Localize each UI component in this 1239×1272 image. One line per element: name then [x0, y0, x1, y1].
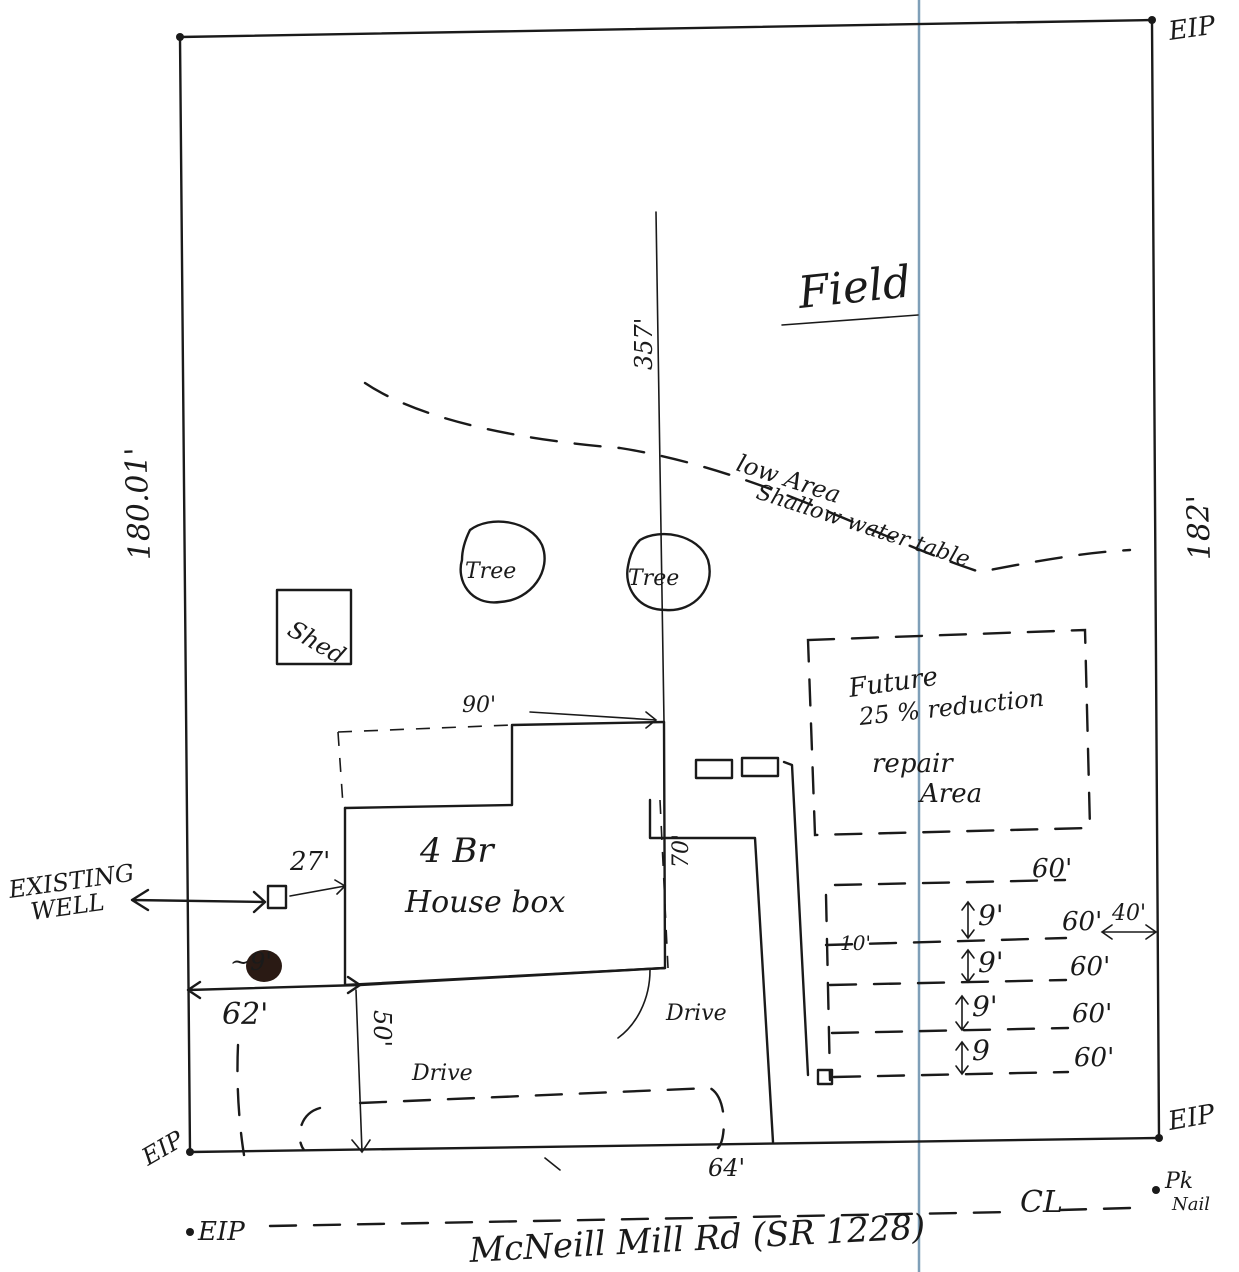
- eip-label-road-left: EIP: [197, 1217, 245, 1247]
- road-centerline: [268, 1206, 1132, 1228]
- field-label: Field: [795, 256, 914, 319]
- dim-system-to-line: 40': [1111, 901, 1146, 926]
- boundary-bottom: [188, 1136, 1161, 1154]
- dim-left-side: 180.01': [119, 447, 158, 561]
- drain-line-5: [832, 1070, 1070, 1079]
- drive-curve: [617, 969, 651, 1039]
- dim-well-to-house: 27': [289, 847, 330, 877]
- road-label: McNeill Mill Rd (SR 1228): [467, 1207, 926, 1271]
- pk-nail-label-2: Nail: [1171, 1194, 1210, 1215]
- front-setback-line: [351, 989, 371, 1154]
- dim-spacing-1: 9': [978, 899, 1004, 932]
- dim-line-width-4: 60': [1072, 999, 1112, 1029]
- dim-spacing-2: 9': [978, 946, 1004, 979]
- side-drive: [648, 798, 775, 1144]
- dim-line-width-2: 60': [1062, 907, 1102, 937]
- dim-north-offset: 357': [630, 318, 658, 370]
- house-south-line: [358, 966, 667, 987]
- supply-line: [782, 760, 810, 1077]
- tree-2: Tree: [626, 532, 711, 612]
- left-drive: [236, 1043, 246, 1157]
- spacing-arrow-2: [961, 948, 975, 984]
- well-to-house-arrow: [289, 879, 347, 897]
- boundary-top: [178, 18, 1154, 39]
- pk-nail-label-1: Pk: [1164, 1169, 1193, 1194]
- well: [266, 884, 288, 910]
- dim-well-offset: ~9': [230, 948, 272, 976]
- drive-label-2: Drive: [665, 1001, 727, 1026]
- field-underline: [781, 314, 919, 326]
- dim-spacing-3: 9': [972, 990, 998, 1023]
- drain-line-4: [830, 1026, 1070, 1035]
- house-label-1: 4 Br: [419, 831, 495, 871]
- eip-label-bottom-right: EIP: [1165, 1099, 1218, 1137]
- shed-label: Shed: [283, 615, 350, 670]
- low-area-label-2: Shallow water table: [753, 480, 973, 573]
- drive-label-1: Drive: [411, 1061, 473, 1086]
- tree-1: Tree: [459, 520, 546, 604]
- septic-tank-1: [694, 758, 734, 780]
- dim-field-line-offset: 10': [840, 931, 871, 955]
- boundary-left: [178, 35, 192, 1154]
- well-arrow: [130, 888, 267, 914]
- dim-house-front-setback: 50': [368, 1010, 396, 1047]
- side-drive-inner: [659, 799, 669, 969]
- system-to-line-arrow: [1100, 924, 1158, 940]
- future-repair-area: [806, 628, 1092, 837]
- boundary-right: [1150, 18, 1161, 1140]
- corner-pin-bottom-right: [1155, 1134, 1163, 1142]
- drain-line-2: [824, 936, 1068, 947]
- distribution-box: [816, 1068, 834, 1086]
- well-location-mark: [246, 950, 282, 982]
- spacing-arrow-4: [955, 1040, 969, 1076]
- north-reference-line: [655, 211, 665, 723]
- tree-1-label: Tree: [465, 559, 516, 584]
- property-boundary: [176, 16, 1163, 1156]
- house-outline: [343, 720, 667, 987]
- corner-pin-bottom-left: [186, 1148, 194, 1156]
- dim-frontage: 64': [708, 1154, 745, 1182]
- drain-line-3: [828, 978, 1068, 987]
- future-label-3: repair: [872, 749, 954, 779]
- house-left-offset-line: [186, 975, 362, 1000]
- centerline-label: CL: [1020, 1185, 1063, 1220]
- dim-house-drive: 70': [669, 834, 694, 868]
- frontage-tick: [544, 1157, 561, 1171]
- front-drive: [298, 1086, 726, 1152]
- road-pin-left: [186, 1228, 194, 1236]
- dim-spacing-4: 9: [972, 1034, 990, 1067]
- house-top-arrow: [529, 711, 658, 729]
- spacing-arrow-1: [961, 900, 975, 940]
- house-label-2: House box: [404, 885, 565, 920]
- dim-line-width-1: 60': [1032, 854, 1072, 884]
- pk-nail-pin: [1152, 1186, 1160, 1194]
- corner-pin-top-right: [1148, 16, 1156, 24]
- dim-right-side: 182': [1181, 494, 1218, 561]
- house-upper-step: [343, 720, 666, 810]
- dim-line-width-3: 60': [1070, 952, 1110, 982]
- corner-pin-top-left: [176, 33, 184, 41]
- tree-2-label: Tree: [628, 566, 679, 591]
- spacing-arrow-3: [955, 994, 969, 1032]
- dim-house-left-offset: 62': [222, 997, 268, 1032]
- house-dashed-outline: [337, 724, 513, 806]
- future-label-4: Area: [918, 779, 982, 809]
- drain-line-1: [833, 878, 1067, 887]
- dim-line-width-5: 60': [1074, 1043, 1114, 1073]
- eip-label-top-right: EIP: [1166, 11, 1218, 47]
- drain-field-left-edge: [824, 893, 832, 1082]
- drain-field: [824, 878, 1070, 1082]
- low-area-boundary: [363, 381, 1132, 574]
- shed: [275, 588, 353, 666]
- eip-label-bottom-left: EIP: [136, 1125, 189, 1172]
- dim-house-top: 90': [462, 693, 496, 718]
- septic-tank-2: [740, 756, 780, 778]
